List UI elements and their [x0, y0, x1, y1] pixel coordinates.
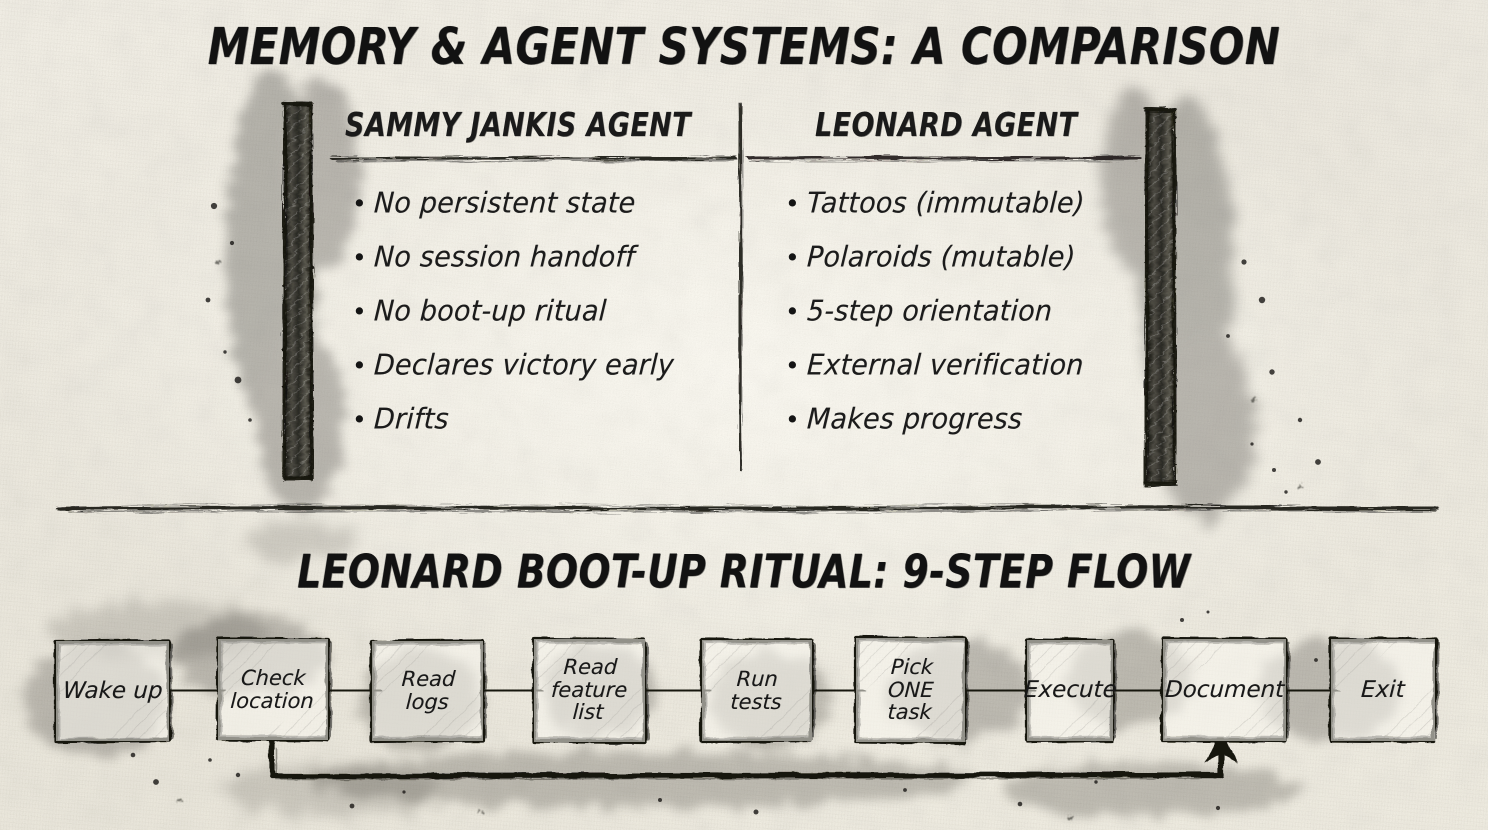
list-item: • Tattoos (immutable) — [785, 187, 1086, 220]
page-title: MEMORY & AGENT SYSTEMS: A COMPARISON — [207, 16, 1281, 77]
flow-section-title: LEONARD BOOT-UP RITUAL: 9-STEP FLOW — [297, 545, 1191, 599]
list-item: • Makes progress — [785, 403, 1024, 436]
bullet-dot-icon: • — [352, 243, 367, 272]
flow-step-9-label: Exit — [1360, 676, 1406, 703]
list-item: • 5-step orientation — [785, 295, 1054, 328]
list-item: • Declares victory early — [352, 349, 675, 382]
bullet-dot-icon: • — [352, 297, 367, 326]
bullet-dot-icon: • — [785, 405, 800, 434]
list-item: • Drifts — [352, 403, 450, 436]
flow-step-7-label: Execute — [1022, 677, 1118, 704]
column-header-left: SAMMY JANKIS AGENT — [345, 106, 691, 145]
bullet-dot-icon: • — [785, 189, 800, 218]
bullet-dot-icon: • — [785, 351, 800, 380]
list-item: • External verification — [785, 349, 1085, 382]
flow-step-1[interactable]: Wake up — [56, 641, 169, 741]
list-item: • No persistent state — [352, 187, 637, 220]
column-header-right: LEONARD AGENT — [815, 106, 1078, 145]
bullet-dot-icon: • — [352, 351, 367, 380]
list-item: • No session handoff — [352, 241, 636, 274]
flow-step-1-label: Wake up — [62, 677, 163, 704]
list-item: • No boot-up ritual — [352, 295, 608, 328]
flow-step-8-label: Document — [1164, 676, 1285, 703]
flow-step-9[interactable]: Exit — [1331, 639, 1435, 741]
flow-step-7[interactable]: Execute — [1023, 640, 1117, 741]
list-item: • Polaroids (mutable) — [785, 241, 1077, 274]
bullet-dot-icon: • — [352, 189, 367, 218]
flow-step-8[interactable]: Document — [1163, 639, 1286, 741]
bullet-dot-icon: • — [352, 405, 367, 434]
comparison-list-right: • Tattoos (immutable) • Polaroids (mutab… — [785, 187, 1086, 458]
bullet-dot-icon: • — [785, 297, 800, 326]
bullet-dot-icon: • — [785, 243, 800, 272]
comparison-list-left: • No persistent state • No session hando… — [352, 187, 675, 458]
